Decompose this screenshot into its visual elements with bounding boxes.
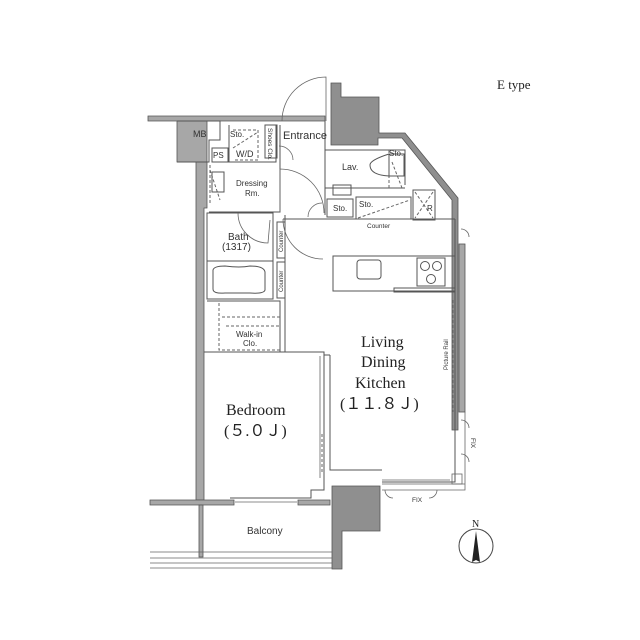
label-walkin-1: Walk-in bbox=[236, 330, 262, 339]
label-sto-lav: Sto. bbox=[389, 149, 403, 158]
room-labels: MB PS Sto. W/D Shoes Clo. Entrance Dress… bbox=[193, 128, 476, 537]
label-bedroom: Bedroom bbox=[226, 402, 286, 419]
label-lav: Lav. bbox=[342, 162, 358, 172]
label-counter-side-1: Counter bbox=[279, 231, 285, 252]
fixtures bbox=[209, 129, 434, 219]
north-compass: N bbox=[458, 519, 494, 564]
compass-n-label: N bbox=[472, 519, 479, 530]
label-wd: W/D bbox=[236, 149, 254, 159]
label-balcony: Balcony bbox=[247, 526, 283, 537]
label-bath: Bath bbox=[228, 232, 249, 243]
label-ps: PS bbox=[213, 151, 224, 160]
exterior-walls bbox=[147, 82, 466, 570]
label-fix-bottom: FIX bbox=[412, 497, 423, 504]
label-picture-rail: Picture Rail bbox=[444, 339, 450, 370]
label-dressing-1: Dressing bbox=[236, 179, 268, 188]
label-ldk-3: Kitchen bbox=[355, 375, 406, 392]
compass-circle-icon bbox=[458, 528, 494, 564]
label-bath-size: (1317) bbox=[222, 242, 251, 253]
doors bbox=[237, 76, 470, 499]
label-ldk-2: Dining bbox=[361, 354, 405, 371]
label-counter-top: Counter bbox=[367, 223, 391, 230]
balcony-rails bbox=[150, 551, 332, 569]
unit-type-title: E type bbox=[497, 77, 531, 92]
label-sto-counter: Sto. bbox=[359, 200, 373, 209]
label-bedroom-size: (５.０Ｊ) bbox=[224, 423, 287, 440]
label-ldk-1: Living bbox=[361, 334, 404, 351]
label-dressing-2: Rm. bbox=[245, 189, 260, 198]
label-fix-right: FIX bbox=[469, 438, 476, 449]
interior-walls bbox=[204, 121, 466, 503]
label-sto-small: Sto. bbox=[333, 204, 347, 213]
label-refrigerator: R bbox=[427, 204, 433, 213]
label-walkin-2: Clo. bbox=[243, 339, 257, 348]
north-arrow-icon bbox=[472, 531, 480, 562]
label-entrance: Entrance bbox=[283, 130, 327, 142]
label-sto-top: Sto. bbox=[230, 130, 244, 139]
label-shoes: Shoes Clo. bbox=[266, 128, 273, 160]
label-counter-side-2: Counter bbox=[279, 271, 285, 292]
label-ldk-size: (１１.８Ｊ) bbox=[340, 396, 419, 413]
label-mb: MB bbox=[193, 129, 207, 139]
